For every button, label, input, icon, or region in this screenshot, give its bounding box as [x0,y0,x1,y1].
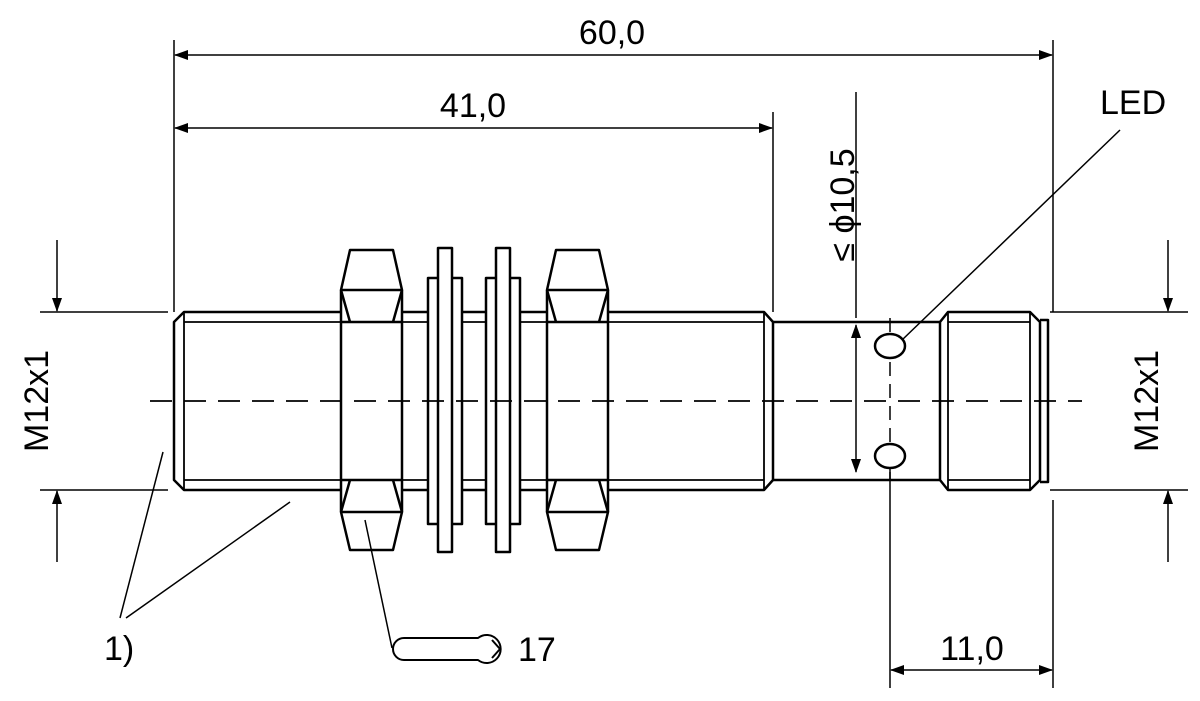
leader-lines [119,129,1121,649]
washer-right [484,246,522,554]
note-reference: 1) [104,630,134,668]
led-window-top [873,332,907,360]
hex-nut-left [339,248,404,552]
led-label: LED [1100,84,1166,122]
wrench-size-label: 17 [518,631,556,669]
extension-lines [40,40,1188,688]
connector-body [938,310,1050,492]
dimension-overall-length: 60,0 [579,14,645,52]
dimension-lines [52,50,1173,675]
thread-label-left: M12x1 [18,350,56,452]
dimension-diameter: ≤ ϕ10,5 [824,148,862,261]
hex-nut-right [545,248,610,552]
thread-label-right: M12x1 [1128,350,1166,452]
dimension-thread-length: 41,0 [440,87,506,125]
wrench-icon [392,634,502,664]
dimension-connector-length: 11,0 [940,630,1004,668]
washer-left [426,246,464,554]
sensor-neck [773,320,940,482]
led-window-bottom [873,442,907,470]
